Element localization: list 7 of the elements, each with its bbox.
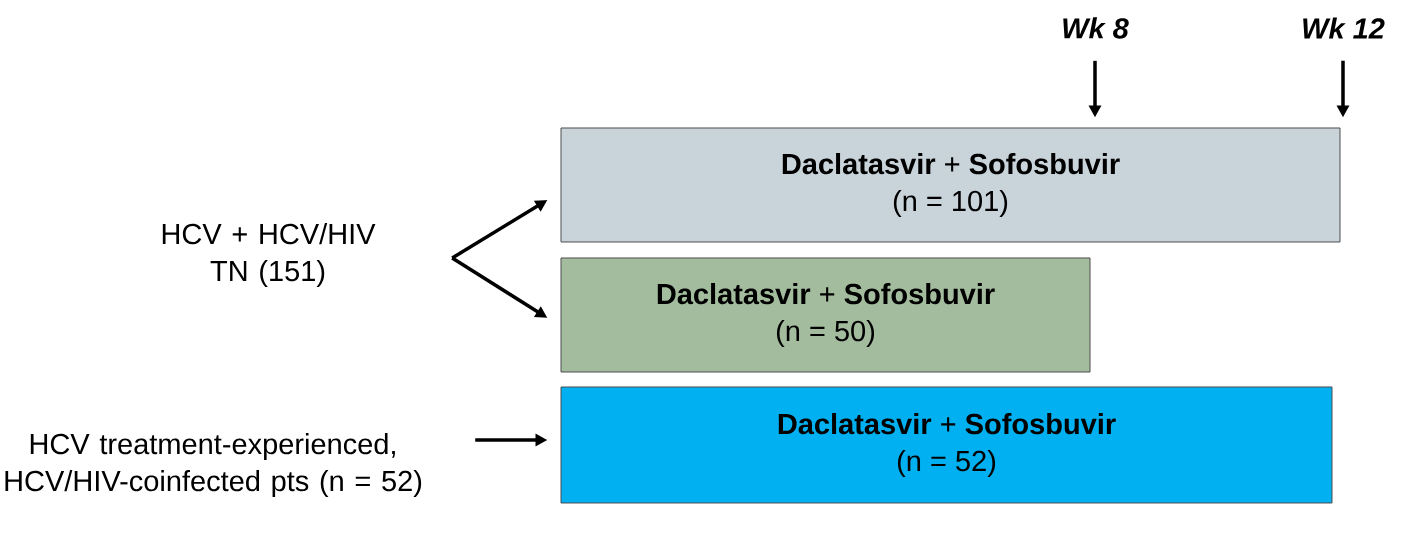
week-label: Wk 12 — [1303, 17, 1385, 39]
group-label: HCV + HCV/HIV TN (151) — [162, 223, 376, 287]
treatment-box: Daclatasvir + Sofosbuvir (n = 52) — [560, 386, 1333, 504]
treatment-box: Daclatasvir + Sofosbuvir (n = 101) — [560, 127, 1341, 243]
group-label: HCV treatment-experienced, HCV/HIV-coinfected pts (n = 52) — [5, 433, 422, 497]
treatment-box: Daclatasvir + Sofosbuvir (n = 50) — [560, 257, 1091, 373]
week-label: Wk 8 — [1063, 17, 1129, 39]
